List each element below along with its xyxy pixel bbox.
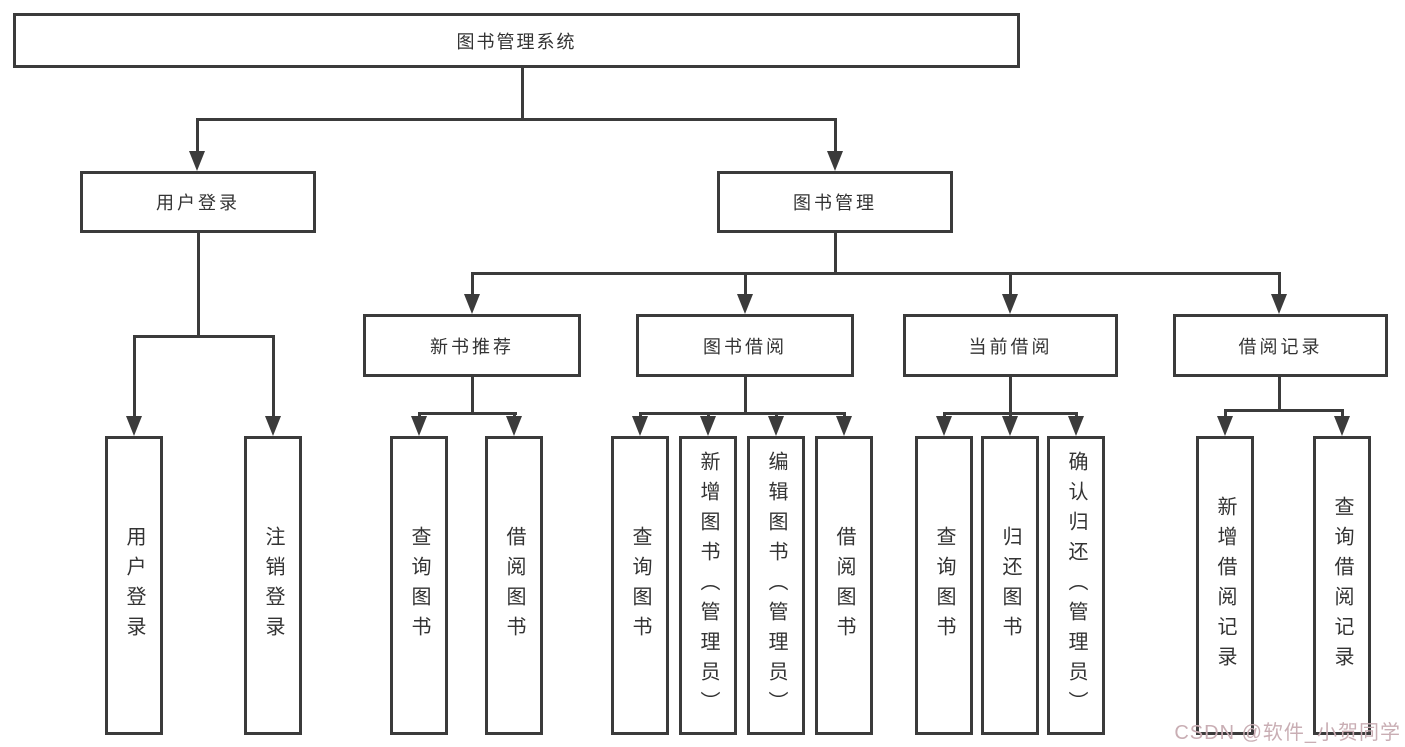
arrow-down-icon — [768, 416, 784, 436]
connector-stem — [1278, 377, 1281, 409]
leaf-label: 查询图书 — [408, 525, 430, 646]
connector-stem — [133, 335, 136, 420]
leaf-label: 借阅图书 — [833, 525, 855, 646]
arrow-down-icon — [737, 294, 753, 314]
leaf-label: 新增图书（管理员） — [697, 450, 719, 721]
leaf-label: 归还图书 — [999, 525, 1021, 646]
arrow-down-icon — [827, 151, 843, 171]
leaf-label: 查询图书 — [629, 525, 651, 646]
leaf-confirm-return-admin: 确认归还（管理员） — [1047, 436, 1105, 735]
arrow-down-icon — [506, 416, 522, 436]
connector-rail — [133, 335, 275, 338]
leaf-add-borrow-record: 新增借阅记录 — [1196, 436, 1254, 735]
leaf-label: 编辑图书（管理员） — [765, 450, 787, 721]
arrow-down-icon — [265, 416, 281, 436]
leaf-label: 确认归还（管理员） — [1065, 450, 1087, 721]
leaf-query-book-recommend: 查询图书 — [390, 436, 448, 735]
connector-stem — [197, 233, 200, 335]
connector-stem — [1009, 377, 1012, 412]
arrow-down-icon — [189, 151, 205, 171]
arrow-down-icon — [1002, 294, 1018, 314]
connector-stem — [744, 272, 747, 298]
arrow-down-icon — [700, 416, 716, 436]
node-user-login: 用户登录 — [80, 171, 316, 233]
leaf-label: 借阅图书 — [503, 525, 525, 646]
connector-stem — [1278, 272, 1281, 298]
arrow-down-icon — [632, 416, 648, 436]
arrow-down-icon — [1002, 416, 1018, 436]
leaf-label: 查询图书 — [933, 525, 955, 646]
node-book-borrow: 图书借阅 — [636, 314, 854, 377]
leaf-query-book-current: 查询图书 — [915, 436, 973, 735]
leaf-label: 新增借阅记录 — [1214, 495, 1236, 676]
connector-stem — [744, 377, 747, 412]
connector-level2-rail — [196, 118, 837, 121]
arrow-down-icon — [1068, 416, 1084, 436]
leaf-label: 注销登录 — [262, 525, 284, 646]
leaf-borrow-book: 借阅图书 — [815, 436, 873, 735]
node-new-book-recommend: 新书推荐 — [363, 314, 581, 377]
leaf-query-borrow-record: 查询借阅记录 — [1313, 436, 1371, 735]
connector-stem — [471, 272, 474, 298]
arrow-down-icon — [411, 416, 427, 436]
leaf-borrow-book-recommend: 借阅图书 — [485, 436, 543, 735]
connector-rail — [418, 412, 517, 415]
arrow-down-icon — [836, 416, 852, 436]
node-label: 图书管理 — [793, 193, 877, 213]
node-label: 当前借阅 — [968, 336, 1053, 357]
connector-rail — [639, 412, 846, 415]
connector-level3-rail — [471, 272, 1281, 275]
connector-stem — [834, 118, 837, 156]
connector-stem — [272, 335, 275, 420]
leaf-edit-book-admin: 编辑图书（管理员） — [747, 436, 805, 735]
node-label: 新书推荐 — [430, 336, 514, 357]
node-current-borrow: 当前借阅 — [903, 314, 1118, 377]
node-label: 图书借阅 — [703, 336, 787, 357]
leaf-label: 查询借阅记录 — [1331, 495, 1353, 676]
connector-stem — [471, 377, 474, 412]
csdn-watermark: CSDN @软件_小贺同学 — [1174, 722, 1401, 744]
connector-stem — [1009, 272, 1012, 298]
leaf-user-login: 用户登录 — [105, 436, 163, 735]
leaf-label: 用户登录 — [123, 525, 145, 646]
leaf-query-book-borrow: 查询图书 — [611, 436, 669, 735]
arrow-down-icon — [1217, 416, 1233, 436]
arrow-down-icon — [936, 416, 952, 436]
leaf-logout: 注销登录 — [244, 436, 302, 735]
arrow-down-icon — [1271, 294, 1287, 314]
connector-stem — [196, 118, 199, 156]
leaf-return-book: 归还图书 — [981, 436, 1039, 735]
leaf-add-book-admin: 新增图书（管理员） — [679, 436, 737, 735]
node-library-system: 图书管理系统 — [13, 13, 1020, 68]
connector-stem — [834, 233, 837, 272]
arrow-down-icon — [126, 416, 142, 436]
connector-root-trunk — [521, 68, 524, 120]
node-book-management: 图书管理 — [717, 171, 953, 233]
node-label: 图书管理系统 — [456, 31, 577, 52]
arrow-down-icon — [1334, 416, 1350, 436]
node-borrow-records: 借阅记录 — [1173, 314, 1388, 377]
node-label: 借阅记录 — [1238, 336, 1323, 357]
node-label: 用户登录 — [156, 193, 240, 213]
arrow-down-icon — [464, 294, 480, 314]
connector-rail — [1224, 409, 1344, 412]
